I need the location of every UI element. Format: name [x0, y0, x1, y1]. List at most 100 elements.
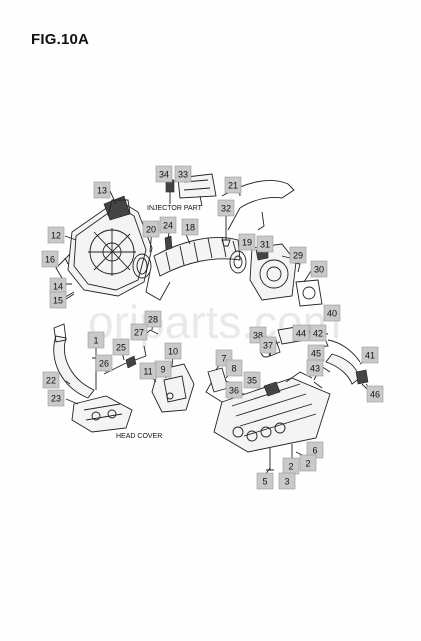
sensor-24-shape — [164, 235, 173, 251]
svg-text:37: 37 — [263, 341, 273, 351]
bracket-7-shape — [207, 367, 229, 393]
svg-text:28: 28 — [148, 315, 158, 325]
timing-cover-assembly — [55, 195, 153, 301]
callout-11: 11 — [139, 362, 157, 380]
callout-13: 13 — [93, 181, 111, 199]
svg-text:20: 20 — [146, 225, 156, 235]
harness-21-shape — [221, 179, 295, 209]
svg-text:3: 3 — [284, 477, 289, 487]
caption-head-cover: HEAD COVER — [116, 433, 162, 440]
svg-text:27: 27 — [134, 328, 144, 338]
svg-text:34: 34 — [159, 170, 169, 180]
svg-text:31: 31 — [260, 240, 270, 250]
callout-27: 27 — [130, 323, 148, 341]
head-cover-23 — [71, 395, 133, 433]
ring-19 — [229, 250, 247, 274]
callout-30: 30 — [310, 260, 328, 278]
callout-44: 44 — [292, 324, 310, 342]
callout-33: 33 — [174, 165, 192, 183]
screw-32-shape — [221, 212, 231, 247]
svg-text:8: 8 — [231, 364, 236, 374]
callout-15: 15 — [49, 291, 67, 309]
callout-18: 18 — [181, 218, 199, 236]
svg-text:25: 25 — [116, 343, 126, 353]
gasket-30 — [295, 279, 323, 307]
svg-text:22: 22 — [46, 376, 56, 386]
callout-3: 3 — [278, 472, 296, 490]
svg-text:35: 35 — [247, 376, 257, 386]
callout-40: 40 — [323, 304, 341, 322]
svg-text:15: 15 — [53, 296, 63, 306]
svg-text:44: 44 — [296, 329, 306, 339]
hose-41 — [325, 353, 371, 393]
callout-25: 25 — [112, 338, 130, 356]
svg-text:2: 2 — [288, 462, 293, 472]
svg-text:33: 33 — [178, 170, 188, 180]
svg-text:1: 1 — [93, 336, 98, 346]
callout-6: 6 — [306, 441, 324, 459]
svg-text:43: 43 — [310, 364, 320, 374]
callout-5: 5 — [256, 472, 274, 490]
svg-text:6: 6 — [312, 446, 317, 456]
svg-text:19: 19 — [242, 238, 252, 248]
hose-clamp-20 — [132, 253, 152, 279]
bracket-13-shape — [107, 199, 131, 217]
callout-12: 12 — [47, 226, 65, 244]
callout-19: 19 — [238, 233, 256, 251]
hose-22 — [53, 323, 95, 399]
callout-23: 23 — [47, 389, 65, 407]
callout-35: 35 — [243, 371, 261, 389]
svg-text:14: 14 — [53, 282, 63, 292]
svg-text:18: 18 — [185, 223, 195, 233]
callout-16: 16 — [41, 250, 59, 268]
callout-43: 43 — [306, 359, 324, 377]
svg-text:13: 13 — [97, 186, 107, 196]
svg-text:38: 38 — [253, 331, 263, 341]
svg-text:41: 41 — [365, 351, 375, 361]
callout-31: 31 — [256, 235, 274, 253]
svg-text:42: 42 — [313, 329, 323, 339]
callout-24: 24 — [159, 216, 177, 234]
callout-21: 21 — [224, 176, 242, 194]
svg-text:7: 7 — [221, 354, 226, 364]
callout-10: 10 — [164, 342, 182, 360]
intake-hose-18 — [145, 236, 241, 301]
callout-45: 45 — [307, 344, 325, 362]
callout-34: 34 — [155, 165, 173, 183]
callout-20: 20 — [142, 220, 160, 238]
svg-text:21: 21 — [228, 181, 238, 191]
callout-32: 32 — [217, 199, 235, 217]
callout-37: 37 — [259, 336, 277, 354]
svg-text:2: 2 — [305, 459, 310, 469]
callout-42: 42 — [309, 324, 327, 342]
stud-5-shape — [266, 448, 274, 471]
svg-text:46: 46 — [370, 390, 380, 400]
callout-22: 22 — [42, 371, 60, 389]
svg-text:36: 36 — [229, 386, 239, 396]
callout-8: 8 — [225, 359, 243, 377]
callout-1: 1 — [87, 331, 105, 349]
svg-text:5: 5 — [262, 477, 267, 487]
svg-text:45: 45 — [311, 349, 321, 359]
callout-2-lower: 2 — [282, 457, 300, 475]
callout-46: 46 — [366, 385, 384, 403]
svg-text:40: 40 — [327, 309, 337, 319]
svg-text:24: 24 — [163, 221, 173, 231]
callout-2-upper: 2 — [299, 454, 317, 472]
callout-36: 36 — [225, 381, 243, 399]
svg-text:23: 23 — [51, 394, 61, 404]
svg-text:12: 12 — [51, 231, 61, 241]
svg-text:32: 32 — [221, 204, 231, 214]
svg-text:30: 30 — [314, 265, 324, 275]
callout-28: 28 — [144, 310, 162, 328]
callout-26: 26 — [95, 354, 113, 372]
callout-14: 14 — [49, 277, 67, 295]
svg-text:29: 29 — [293, 251, 303, 261]
callout-9: 9 — [154, 360, 172, 378]
callout-29: 29 — [289, 246, 307, 264]
svg-text:26: 26 — [99, 359, 109, 369]
svg-text:9: 9 — [160, 365, 165, 375]
figure-title: FIG.10A — [31, 31, 90, 48]
